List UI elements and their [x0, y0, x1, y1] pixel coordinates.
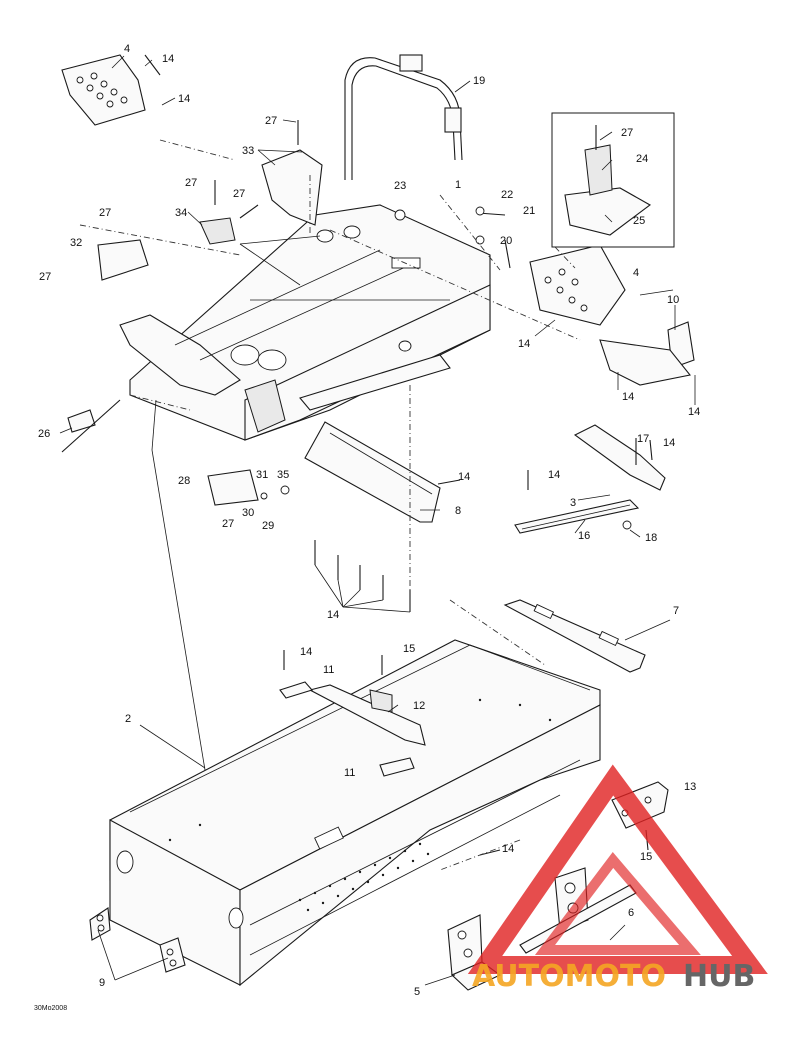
callout-label: 3 — [570, 497, 576, 509]
figure-code: 30Mo2008 — [34, 1005, 67, 1012]
callout-label: 27 — [621, 127, 633, 139]
footrest-part — [514, 424, 666, 534]
callout-label: 27 — [185, 177, 197, 189]
loop-handle-part — [344, 54, 463, 180]
tunnel-part — [109, 639, 601, 987]
small-parts — [61, 54, 695, 506]
callout-label: 12 — [413, 700, 425, 712]
callout-label: 15 — [640, 851, 652, 863]
front-frame-part — [119, 204, 491, 441]
callout-label: 17 — [637, 433, 649, 445]
assembly-lines — [79, 139, 581, 871]
callout-label: 14 — [548, 469, 560, 481]
callout-label: 14 — [518, 338, 530, 350]
callout-label: 14 — [327, 609, 339, 621]
detail-inset — [551, 112, 675, 269]
callout-label: 30 — [242, 507, 254, 519]
callout-label: 19 — [473, 75, 485, 87]
callout-label: 33 — [242, 145, 254, 157]
leader-lines — [59, 55, 696, 986]
callout-label: 14 — [458, 471, 470, 483]
watermark-logo: AUTOMOTO HUB — [467, 764, 768, 994]
callout-label: 31 — [256, 469, 268, 481]
callout-label: 7 — [673, 605, 679, 617]
callout-label: 25 — [633, 215, 645, 227]
callout-label: 11 — [344, 767, 355, 779]
callout-label: 35 — [277, 469, 289, 481]
callout-label: 8 — [455, 505, 461, 517]
callout-label: 9 — [99, 977, 105, 989]
callout-label: 27 — [233, 188, 245, 200]
bracket-12-part — [279, 681, 426, 777]
callout-label: 21 — [523, 205, 535, 217]
callout-label: 16 — [578, 530, 590, 542]
watermark-suffix: HUB — [683, 959, 755, 994]
callout-label: 13 — [684, 781, 696, 793]
callout-label: 26 — [38, 428, 50, 440]
callout-label: 20 — [500, 235, 512, 247]
callout-label: 4 — [124, 43, 130, 55]
callout-label: 14 — [300, 646, 312, 658]
callout-label: 10 — [667, 294, 679, 306]
callout-label: 14 — [622, 391, 634, 403]
callout-label: 27 — [265, 115, 277, 127]
callout-label: 1 — [455, 179, 461, 191]
plates-9-part — [89, 907, 186, 973]
callout-label: 18 — [645, 532, 657, 544]
callout-labels: 4 14 14 19 27 33 27 27 34 23 22 21 20 1 … — [38, 43, 700, 998]
callout-label: 11 — [323, 664, 334, 676]
fasteners — [144, 54, 653, 856]
callout-label: 4 — [633, 267, 639, 279]
callout-label: 27 — [39, 271, 51, 283]
callout-label: 29 — [262, 520, 274, 532]
bracket-6-part — [519, 867, 637, 954]
callout-label: 32 — [70, 237, 82, 249]
callout-label: 28 — [178, 475, 190, 487]
callout-label: 14 — [663, 437, 675, 449]
callout-label: 15 — [403, 643, 415, 655]
callout-label: 14 — [502, 843, 514, 855]
callout-label: 27 — [99, 207, 111, 219]
callout-label: 6 — [628, 907, 634, 919]
plate-7-part — [503, 599, 646, 673]
watermark-prefix: AUTOMOTO — [472, 959, 666, 994]
callout-label: 5 — [414, 986, 420, 998]
callout-label: 23 — [394, 180, 406, 192]
callout-label: 27 — [222, 518, 234, 530]
callout-label: 14 — [178, 93, 190, 105]
callout-label: 22 — [501, 189, 513, 201]
callout-label: 2 — [125, 713, 131, 725]
skid-plate-part — [304, 421, 441, 523]
callout-label: 14 — [162, 53, 174, 65]
callout-label: 14 — [688, 406, 700, 418]
callout-label: 34 — [175, 207, 187, 219]
callout-label: 24 — [636, 153, 648, 165]
